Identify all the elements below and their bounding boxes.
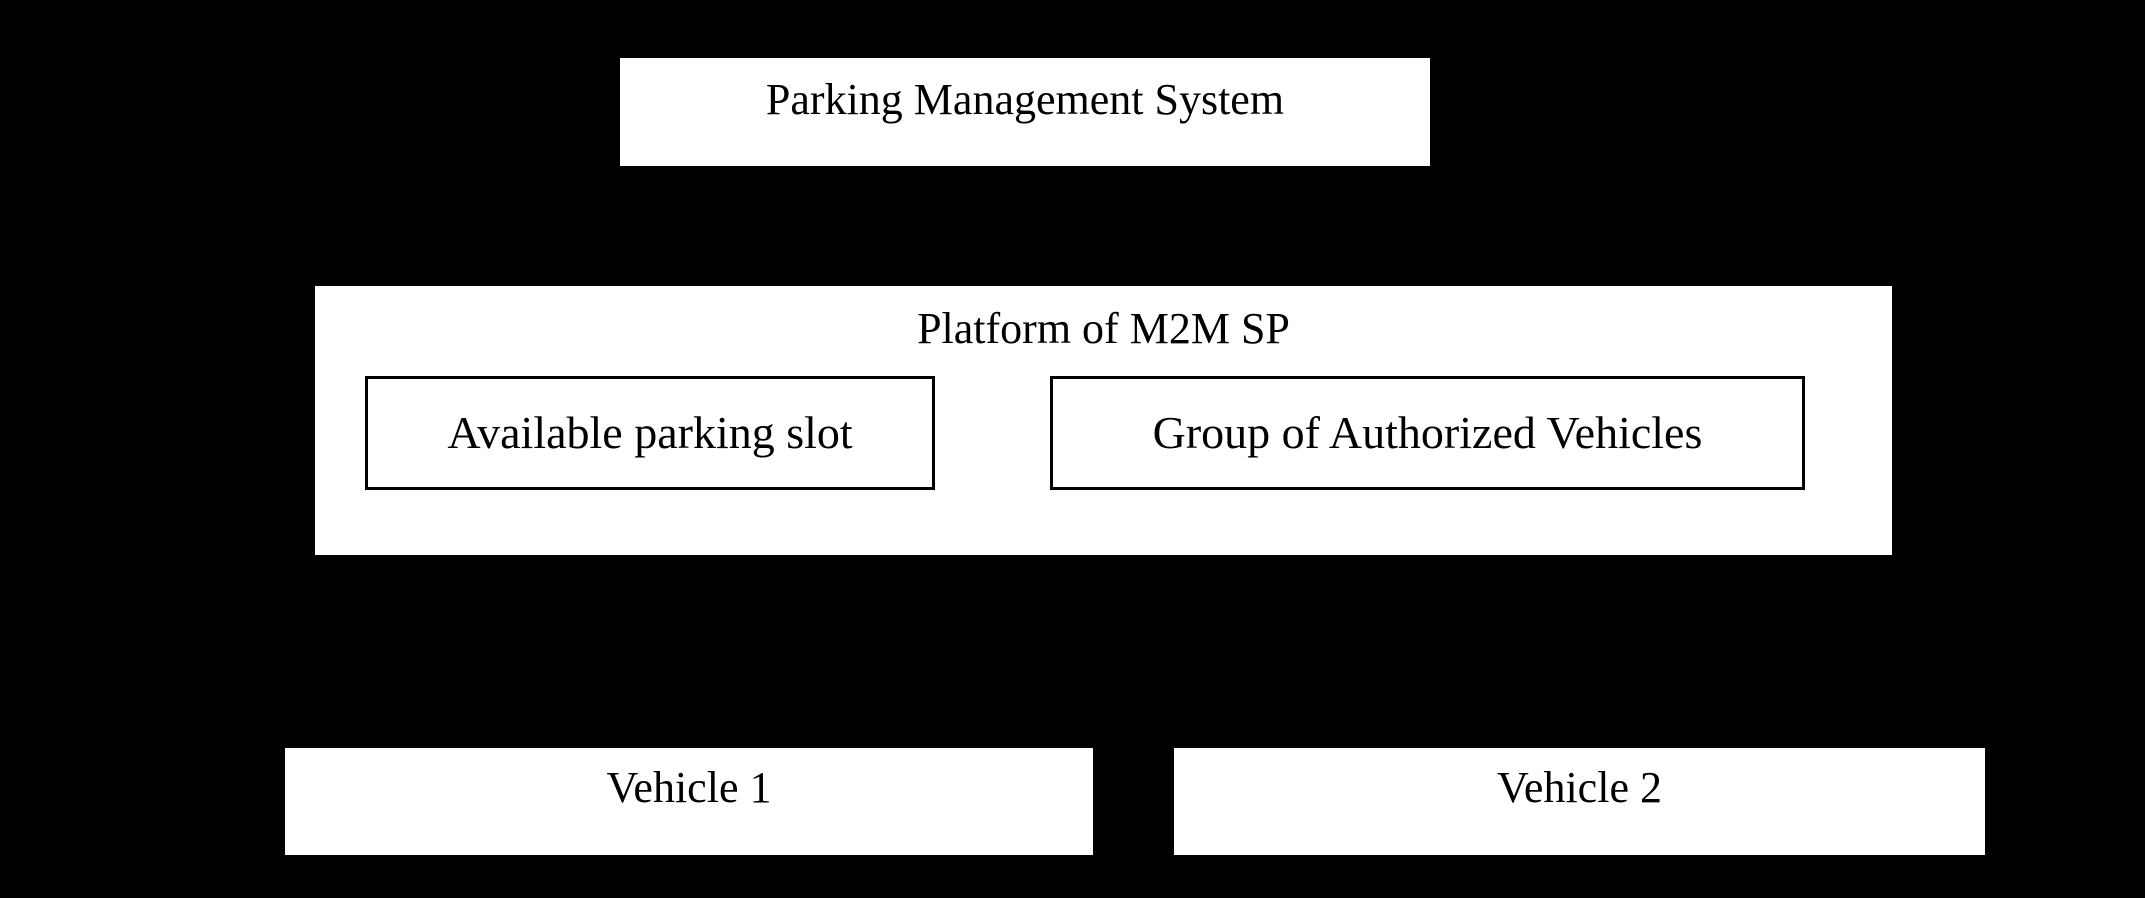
vehicle-1-box: Vehicle 1 bbox=[285, 748, 1093, 855]
available-parking-slot-box: Available parking slot bbox=[365, 376, 935, 490]
group-of-authorized-vehicles-label: Group of Authorized Vehicles bbox=[1152, 407, 1703, 458]
platform-box-title: Platform of M2M SP bbox=[917, 304, 1290, 353]
system-box-label: Parking Management System bbox=[765, 75, 1285, 124]
vehicle-1-label: Vehicle 1 bbox=[606, 763, 772, 812]
vehicle-2-box: Vehicle 2 bbox=[1174, 748, 1985, 855]
platform-box: Platform of M2M SP Available parking slo… bbox=[315, 286, 1892, 555]
system-box: Parking Management System bbox=[620, 58, 1430, 166]
group-of-authorized-vehicles-box: Group of Authorized Vehicles bbox=[1050, 376, 1805, 490]
available-parking-slot-label: Available parking slot bbox=[447, 407, 853, 458]
vehicle-2-label: Vehicle 2 bbox=[1497, 763, 1662, 812]
